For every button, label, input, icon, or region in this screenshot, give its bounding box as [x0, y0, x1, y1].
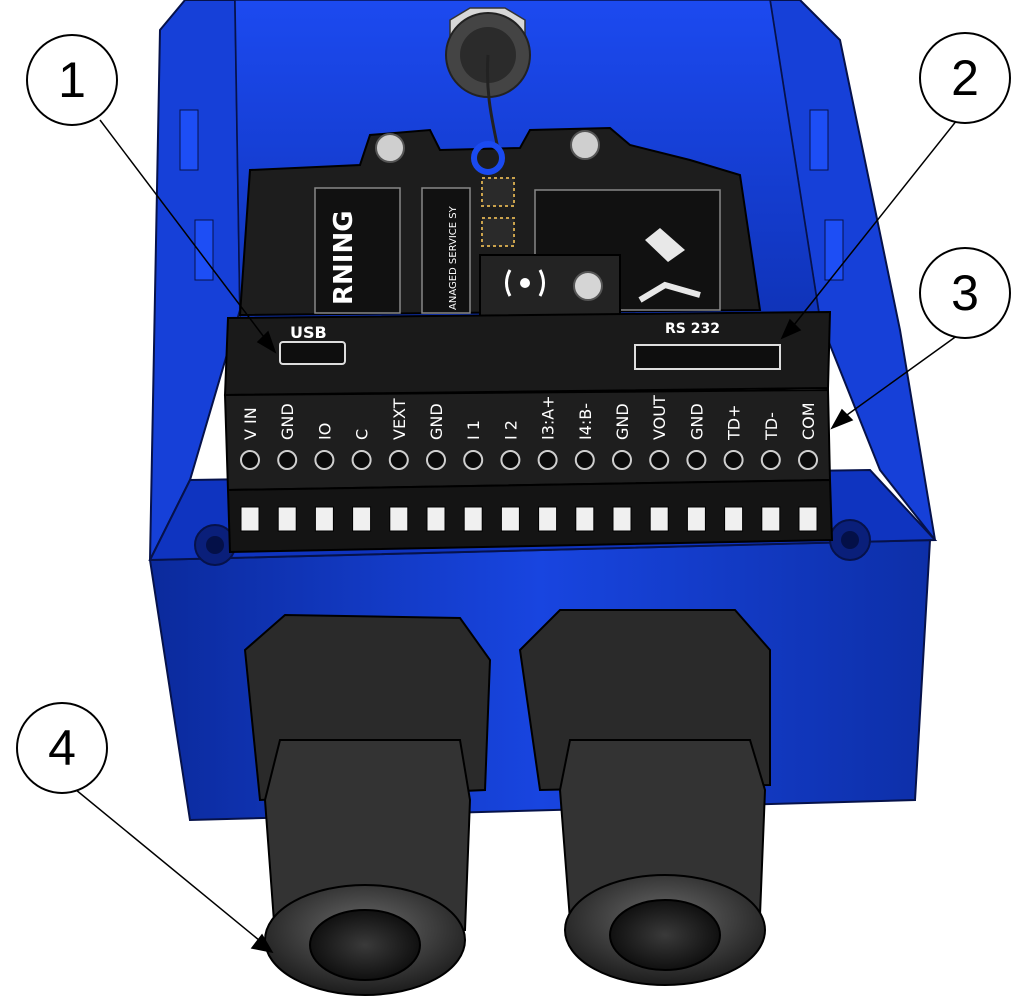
warning-text: RNING	[329, 210, 359, 305]
rib-left-2	[194, 219, 214, 281]
terminal-slot	[463, 506, 483, 532]
terminal-slot	[426, 506, 446, 532]
terminal-screw	[537, 450, 558, 470]
terminal-label: GND	[613, 403, 632, 440]
terminal-slot	[649, 506, 669, 532]
callout-2-number: 2	[951, 50, 979, 106]
arrowhead-4	[250, 933, 274, 954]
terminal-slot	[538, 506, 558, 532]
terminal-label: VEXT	[390, 398, 409, 440]
terminal-screw	[723, 450, 744, 470]
wireless-icon	[520, 278, 530, 288]
terminal-label: V IN	[241, 407, 260, 440]
terminal-label: COM	[799, 402, 818, 440]
terminal-slot	[612, 506, 632, 532]
chip-1	[481, 177, 515, 207]
service-text: ANAGED SERVICE SY	[448, 205, 459, 310]
terminal-screw	[574, 450, 595, 470]
arrowhead-2	[780, 318, 802, 340]
service-label: ANAGED SERVICE SY	[421, 187, 471, 314]
callout-4: 4	[16, 702, 108, 794]
terminal-label: VOUT	[650, 395, 669, 440]
leader-lines	[69, 109, 966, 954]
terminal-slot	[277, 506, 297, 532]
terminal-screw	[426, 450, 446, 470]
callout-2: 2	[919, 32, 1011, 124]
terminal-slot	[798, 506, 818, 532]
terminal-label: IO	[315, 423, 334, 440]
board-screw-left	[375, 133, 405, 163]
terminal-screw	[314, 450, 335, 470]
terminal-screw-group	[240, 450, 818, 532]
terminal-screw	[612, 450, 632, 470]
terminal-slot	[575, 506, 595, 532]
rs232-port	[634, 344, 781, 370]
terminal-screw	[351, 450, 372, 470]
arrowhead-1	[256, 330, 277, 354]
terminal-screw	[649, 450, 670, 470]
callout-3: 3	[919, 247, 1011, 339]
terminal-label: GND	[687, 403, 706, 440]
terminal-screw	[798, 450, 818, 470]
rs232-label: RS 232	[665, 321, 720, 337]
callout-1-number: 1	[58, 52, 86, 108]
cable-gland-right	[518, 609, 771, 986]
terminal-label-group: V IN GND IO C VEXT GND I 1 I 2 I3:A+ I4:B- GND VOUT…	[241, 395, 818, 441]
rib-left-1	[179, 109, 199, 171]
terminal-screw	[760, 450, 781, 470]
callout-4-number: 4	[48, 720, 76, 776]
terminal-slot	[761, 506, 781, 532]
leader-line-2	[789, 109, 966, 331]
terminal-label: I4:B-	[576, 403, 595, 440]
terminal-slot	[724, 506, 744, 532]
terminal-screw	[500, 450, 521, 470]
usb-port	[279, 341, 346, 365]
terminal-label: TD-	[762, 412, 781, 441]
connector-housing: USB RS 232	[223, 310, 832, 397]
warning-label: RNING	[314, 187, 401, 314]
terminal-label: C	[353, 429, 372, 440]
antenna-connector	[445, 7, 531, 161]
terminal-strip: V IN GND IO C VEXT GND I 1 I 2 I3:A+ I4:B- GND VOUT…	[223, 388, 834, 554]
board-screw-right	[570, 130, 600, 160]
rib-right-2	[824, 219, 844, 281]
terminal-label: I 1	[464, 420, 483, 440]
leader-line-3	[839, 329, 966, 421]
leader-line-4	[69, 784, 266, 946]
board-blue-ring	[471, 141, 505, 175]
mounting-hole-left-inner	[206, 536, 224, 554]
callout-1: 1	[26, 34, 118, 126]
terminal-screw	[686, 450, 707, 470]
terminal-label: I3:A+	[539, 395, 558, 440]
terminal-slot	[500, 506, 520, 532]
arrowhead-3	[830, 408, 854, 430]
terminal-slot	[389, 506, 409, 532]
mounting-hole-right-inner	[841, 531, 859, 549]
callout-3-number: 3	[951, 265, 979, 321]
rib-right-1	[809, 109, 829, 171]
terminal-label: TD+	[725, 405, 744, 442]
terminal-screw	[240, 450, 260, 470]
terminal-label: GND	[278, 403, 297, 440]
leader-line-1	[99, 119, 271, 346]
terminal-label: I 2	[501, 420, 520, 440]
module-button	[573, 271, 603, 301]
terminal-slot	[352, 506, 372, 532]
terminal-screw	[388, 450, 409, 470]
terminal-label: GND	[427, 403, 446, 440]
cable-gland-left	[243, 613, 492, 996]
chip-2	[481, 217, 515, 247]
usb-label: USB	[290, 323, 327, 342]
terminal-slot	[240, 506, 260, 532]
terminal-screw	[463, 450, 484, 470]
terminal-slot	[686, 506, 706, 532]
terminal-screw	[277, 450, 298, 470]
terminal-slot	[314, 506, 334, 532]
